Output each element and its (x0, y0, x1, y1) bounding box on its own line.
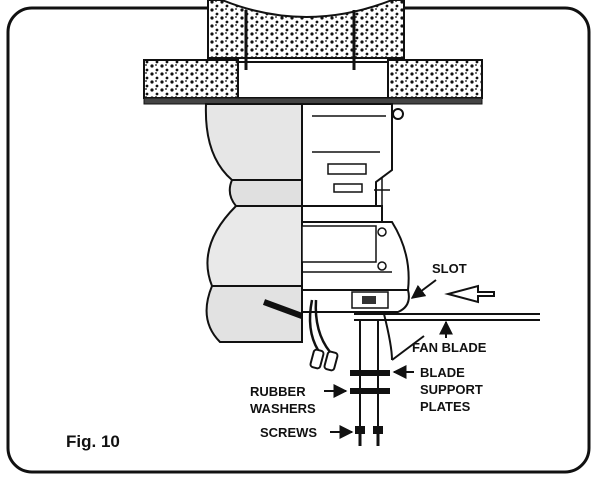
rubber-washer (350, 388, 390, 394)
motor-cutaway (301, 103, 410, 313)
slot-leader (410, 279, 437, 299)
blade-support-label-1: BLADE (420, 365, 465, 380)
slot-label: SLOT (432, 261, 467, 276)
callout-lines (324, 279, 453, 439)
figure-label: Fig. 10 (66, 432, 120, 451)
blade-support-plate (350, 370, 390, 376)
ceiling-mount (143, 0, 483, 134)
fan-blade-label: FAN BLADE (412, 340, 487, 355)
rubber-washers-label-1: RUBBER (250, 384, 306, 399)
ceiling-panel-left (143, 59, 239, 99)
motor-housing (204, 103, 303, 343)
screw-left (355, 426, 365, 446)
blade-support-label-3: PLATES (420, 399, 471, 414)
ceiling-panel-right (387, 59, 483, 99)
mounting-box (237, 61, 389, 99)
blade-support-label-2: SUPPORT (420, 382, 483, 397)
screws-label: SCREWS (260, 425, 317, 440)
fan-blade (354, 313, 540, 361)
fastener-stack (350, 320, 390, 446)
rubber-washers-label-2: WASHERS (250, 401, 316, 416)
screw-right (373, 426, 383, 446)
insert-direction-arrow (444, 284, 495, 304)
wire-connectors (262, 299, 339, 372)
